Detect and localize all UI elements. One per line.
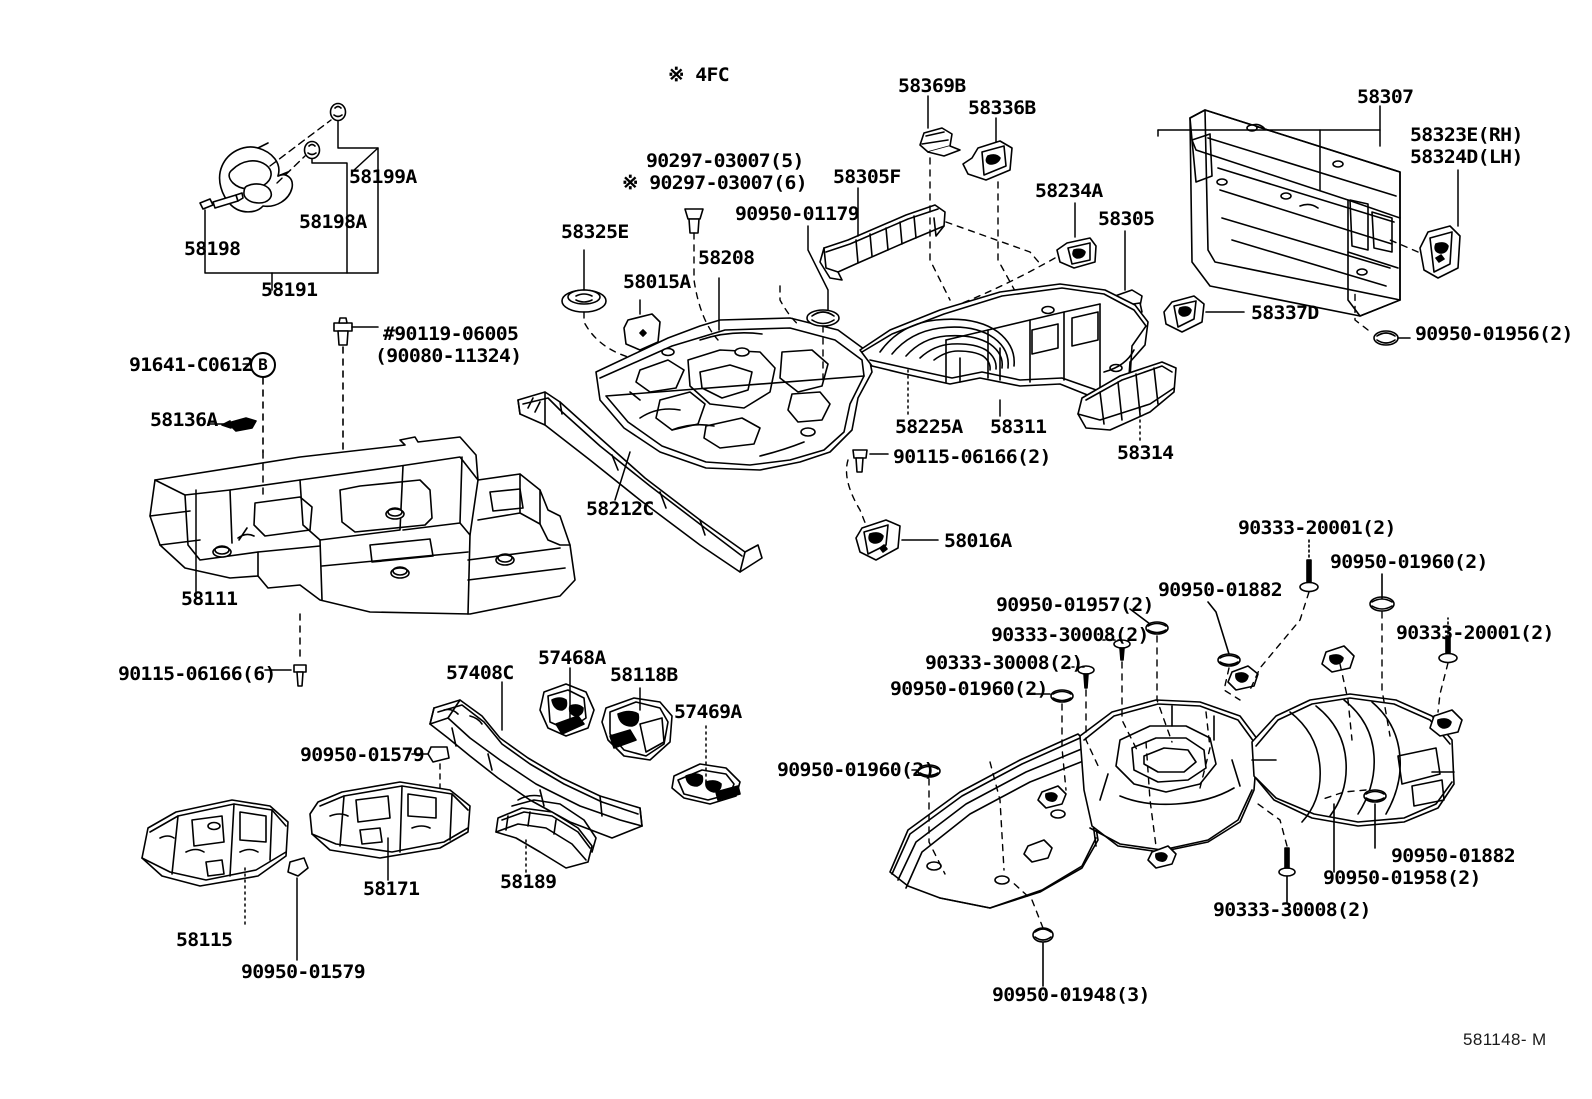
label-58115: 58115 [176,929,233,951]
label-57468a: 57468A [538,647,606,669]
part-58234a-bracket [1056,237,1097,269]
part-58016a-bracket [855,519,901,561]
part-58311-rear-floor-panel [859,283,1149,401]
part-58115-crossmember [141,799,289,887]
label-58307: 58307 [1357,86,1414,108]
fastener-90950-01960-plug-3 [1369,596,1395,612]
label-90297-03007-6: ※ 90297-03007(6) [622,172,808,194]
part-58336b-bracket [962,140,1013,181]
label-58212c: 58212C [586,498,654,520]
fastener-90333-20001-plug-1 [1299,559,1319,593]
label-90080-11324: (90080-11324) [375,345,522,367]
label-58311: 58311 [990,416,1047,438]
label-58305f: 58305F [833,166,901,188]
label-58198: 58198 [184,238,241,260]
label-90119-06005: #90119-06005 [383,323,519,345]
sheet-reference-watermark: 581148- M [1463,1030,1547,1049]
label-90950-01956-2: 90950-01956(2) [1415,323,1573,345]
part-58198a-pin [303,140,321,160]
label-90333-30008-2-a: 90333-30008(2) [991,624,1149,646]
label-57469a: 57469A [674,701,742,723]
label-90950-01579-a: 90950-01579 [300,744,425,766]
label-90333-20001-2-a: 90333-20001(2) [1238,517,1396,539]
label-58208: 58208 [698,247,755,269]
label-90333-20001-2-b: 90333-20001(2) [1396,622,1554,644]
label-58336b: 58336B [968,97,1036,119]
part-58171-crossmember [309,781,471,859]
label-90950-01882-a: 90950-01882 [1158,579,1283,601]
part-58118b-bracket [601,697,673,761]
label-58015a: 58015A [623,271,691,293]
part-58199a-pin [329,102,347,122]
part-58325e-plug [561,289,607,313]
label-58305: 58305 [1098,208,1155,230]
label-91641-c0612: 91641-C0612 [129,354,254,376]
fastener-90950-01957-plug [1145,621,1169,635]
label-58325e: 58325E [561,221,629,243]
label-90115-06166-6: 90115-06166(6) [118,663,276,685]
label-57408c: 57408C [446,662,514,684]
part-58323e-58324d-bracket [1419,225,1461,279]
label-90333-30008-2-b: 90333-30008(2) [925,652,1083,674]
callout-marker-b: B [250,352,276,378]
part-57408c-crossmember [429,699,643,839]
label-58118b: 58118B [610,664,678,686]
part-58307-lower-back-panel [1189,109,1401,317]
label-58337d: 58337D [1251,302,1319,324]
part-58208-rear-floor-pan [595,317,873,471]
part-58305-grommet [1114,289,1143,317]
part-58136a-clip [221,417,257,432]
part-58015a-cushion [623,313,661,351]
label-90950-01948-3: 90950-01948(3) [992,984,1150,1006]
label-58189: 58189 [500,871,557,893]
label-90950-01960-2-b: 90950-01960(2) [890,678,1048,700]
part-58198-bolt [199,192,244,210]
label-90950-01882-b: 90950-01882 [1391,845,1516,867]
label-90333-30008-2-c: 90333-30008(2) [1213,899,1371,921]
label-58171: 58171 [363,878,420,900]
part-58212c-crossmember [517,391,763,573]
part-58337d-bracket [1163,295,1205,333]
part-58369b-bracket [919,127,961,157]
label-58111: 58111 [181,588,238,610]
part-57469a-bracket [671,763,741,805]
label-58314: 58314 [1117,442,1174,464]
fastener-90950-01579-plug-upper [427,746,450,763]
fastener-90115-06166-2-bolt [852,449,868,473]
fastener-90950-01579-plug-lower [287,857,309,877]
label-90950-01958-2: 90950-01958(2) [1323,867,1481,889]
fastener-90297-03007-plug [684,208,704,234]
label-58198a: 58198A [299,211,367,233]
label-58234a: 58234A [1035,180,1103,202]
part-57468a-bracket [539,683,595,737]
label-90950-01960-2-c: 90950-01960(2) [777,759,935,781]
label-58225a: 58225A [895,416,963,438]
fastener-90950-01956-plug [1373,330,1399,346]
label-58191: 58191 [261,279,318,301]
fastener-90333-30008-plug-3 [1278,847,1296,877]
label-58369b: 58369B [898,75,966,97]
label-58324d-lh: 58324D(LH) [1410,146,1523,168]
fastener-90950-01179-grommet [806,309,840,327]
part-58189-reinforcement [495,794,597,869]
label-58199a: 58199A [349,166,417,188]
label-90950-01579-b: 90950-01579 [241,961,366,983]
fastener-90950-01960-plug-1 [1050,689,1074,703]
part-58191-bracket [218,142,294,213]
label-58016a: 58016A [944,530,1012,552]
label-90115-06166-2: 90115-06166(2) [893,446,1051,468]
fastener-90115-06166-6-bolt [293,664,307,687]
fastener-90950-01882-plug-1 [1217,653,1241,667]
label-90950-01960-2-a: 90950-01960(2) [1330,551,1488,573]
label-58323e-rh: 58323E(RH) [1410,124,1523,146]
fastener-90950-01948-plug [1032,927,1054,943]
part-58314-reinforcement [1077,361,1177,431]
fastener-90950-01882-plug-2 [1363,789,1387,803]
label-90950-01957-2: 90950-01957(2) [996,594,1154,616]
label-58136a: 58136A [150,409,218,431]
label-4fc-note: ※ 4FC [668,64,730,86]
fastener-90119-06005-bolt [333,317,353,346]
label-90297-03007-5: 90297-03007(5) [646,150,804,172]
label-90950-01179: 90950-01179 [735,203,860,225]
